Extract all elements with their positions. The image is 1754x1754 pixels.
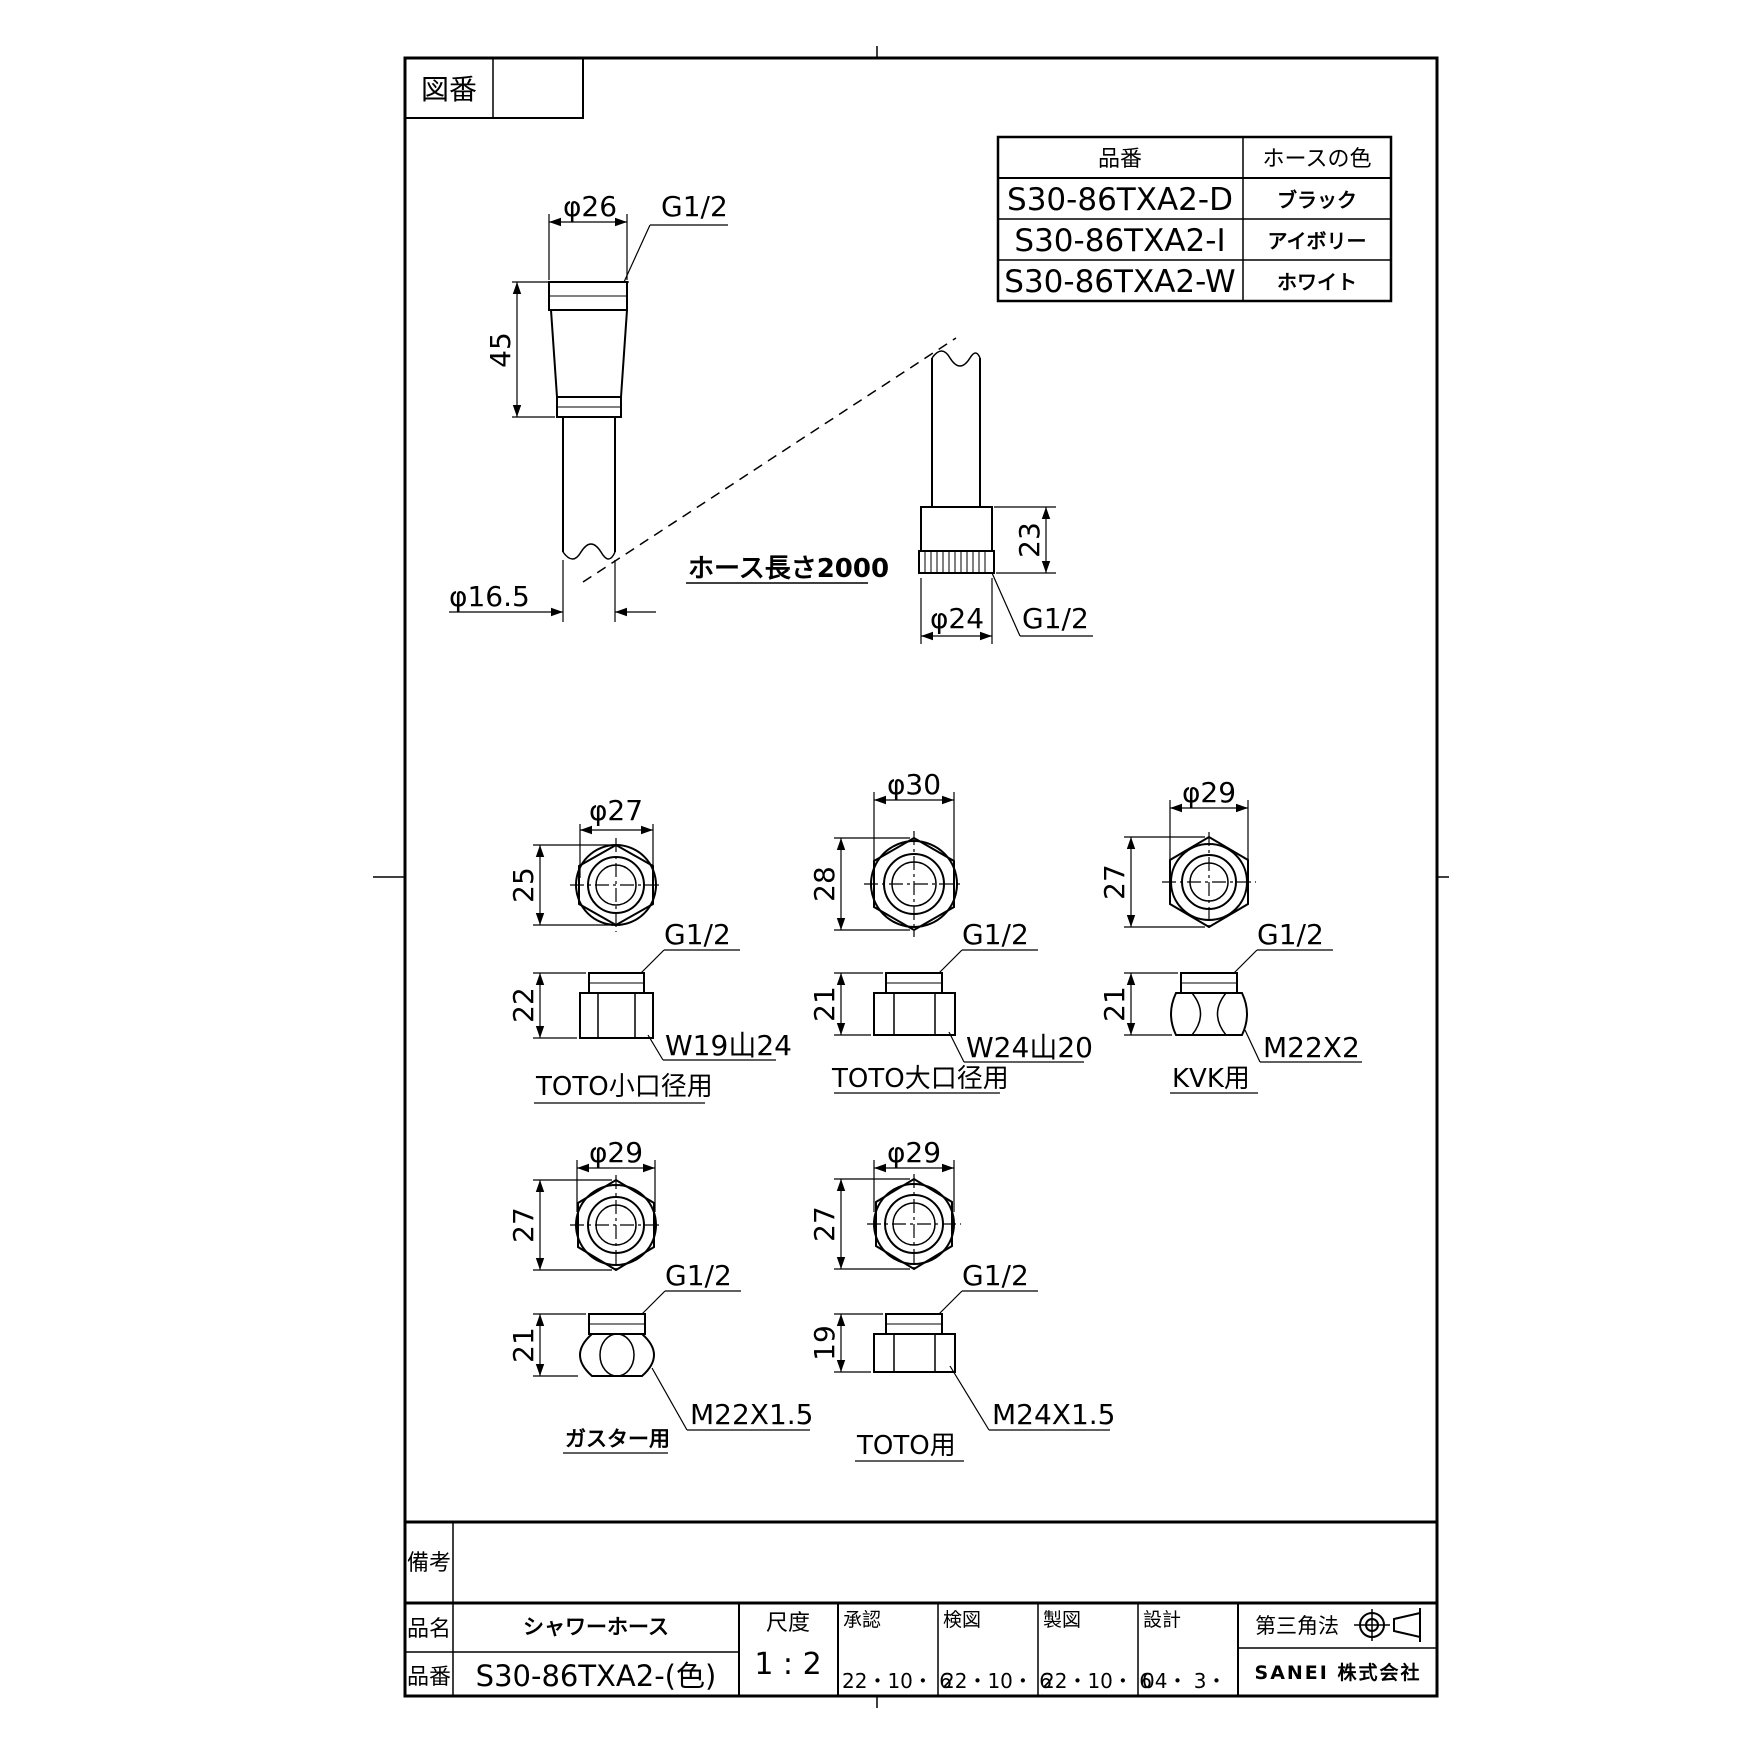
check-date: 22・10・ 6 (942, 1669, 1052, 1693)
adapter-hex: 27 (808, 1206, 841, 1242)
centering-marks (373, 46, 1449, 1708)
color-table-row-part: S30-86TXA2-I (1014, 223, 1225, 259)
adapter-use: TOTO小口径用 (535, 1072, 713, 1102)
adapter-hex: 25 (507, 867, 540, 903)
check-label: 検図 (943, 1609, 981, 1631)
adapter-height: 21 (808, 986, 841, 1022)
adapter-height: 19 (808, 1325, 841, 1361)
name-value: シャワーホース (523, 1615, 669, 1639)
approval-date: 22・10・ 6 (842, 1669, 952, 1693)
hose-right-diameter: φ24 (930, 602, 984, 635)
adapter-use: TOTO用 (856, 1431, 956, 1461)
adapter-spec: M22X1.5 (690, 1398, 814, 1431)
adapter-use: KVK用 (1172, 1064, 1250, 1094)
color-table-row-part: S30-86TXA2-W (1004, 264, 1235, 300)
adapter-spec: M22X2 (1263, 1031, 1360, 1064)
hose-left-diameter: φ26 (563, 190, 617, 223)
title-block: 備考 品名 シャワーホース 品番 S30-86TXA2-(色) 尺度 1 : 2… (405, 1520, 1437, 1696)
adapter-height: 22 (507, 987, 540, 1023)
adapter-thread: G1/2 (962, 918, 1029, 951)
company-name: SANEI 株式会社 (1255, 1661, 1422, 1684)
hose-right-length: 23 (1013, 522, 1046, 558)
hose-tube-diameter: φ16.5 (449, 580, 530, 613)
name-label: 品名 (407, 1617, 451, 1642)
hose-left-length: 45 (484, 332, 517, 368)
color-table-row-color: ホワイト (1277, 270, 1357, 294)
projection-label: 第三角法 (1255, 1614, 1339, 1638)
scale-label: 尺度 (766, 1611, 810, 1636)
adapter-toto-large: φ30 28 G1/2 21 W24山20 TOTO大口径用 (808, 768, 1093, 1094)
adapter-thread: G1/2 (1257, 918, 1324, 951)
adapter-gastar: φ29 27 G1/2 21 M22X1.5 ガスター用 (507, 1136, 814, 1454)
zuban-label: 図番 (421, 73, 477, 106)
design-date: 04・ 3・ (1142, 1669, 1227, 1693)
color-table-header-part: 品番 (1098, 147, 1142, 172)
hose-length-indicator (582, 337, 957, 584)
adapter-diameter: φ29 (887, 1136, 941, 1169)
adapter-use: ガスター用 (565, 1427, 670, 1451)
adapter-toto: φ29 27 G1/2 19 M24X1.5 TOTO用 (808, 1136, 1116, 1462)
adapter-height: 21 (1098, 986, 1131, 1022)
adapter-kvk: φ29 27 G1/2 21 M22X2 KVK用 (1098, 776, 1362, 1094)
hose-right-thread: G1/2 (1022, 602, 1089, 635)
adapter-spec: W19山24 (665, 1029, 792, 1062)
adapter-toto-small: φ27 25 G1/2 22 W19山24 TOTO小口径用 (507, 794, 792, 1104)
design-label: 設計 (1143, 1609, 1181, 1631)
adapter-hex: 28 (808, 866, 841, 902)
part-value: S30-86TXA2-(色) (476, 1659, 717, 1693)
adapter-spec: W24山20 (966, 1031, 1093, 1064)
adapter-thread: G1/2 (664, 918, 731, 951)
adapter-use: TOTO大口径用 (831, 1064, 1009, 1094)
hose-left-thread: G1/2 (661, 190, 728, 223)
draw-label: 製図 (1043, 1609, 1081, 1631)
adapter-hex: 27 (507, 1207, 540, 1243)
third-angle-projection-icon (1354, 1608, 1421, 1642)
adapter-diameter: φ29 (1182, 776, 1236, 809)
color-table-row-part: S30-86TXA2-D (1007, 182, 1233, 218)
color-table-row-color: ブラック (1277, 188, 1357, 212)
drawing-frame (403, 56, 1439, 1698)
color-table: 品番 ホースの色 S30-86TXA2-D ブラック S30-86TXA2-I … (996, 135, 1393, 303)
part-label: 品番 (407, 1665, 451, 1690)
hose-left-fitting (548, 281, 628, 560)
adapter-diameter: φ29 (589, 1136, 643, 1169)
approval-label: 承認 (843, 1609, 881, 1631)
adapter-height: 21 (507, 1327, 540, 1363)
color-table-row-color: アイボリー (1268, 229, 1367, 253)
scale-value: 1 : 2 (754, 1647, 821, 1682)
adapter-diameter: φ27 (589, 794, 643, 827)
adapter-thread: G1/2 (962, 1259, 1029, 1292)
hose-length-label: ホース長さ2000 (688, 554, 889, 584)
draw-date: 22・10・ 6 (1042, 1669, 1152, 1693)
adapter-spec: M24X1.5 (992, 1398, 1116, 1431)
adapter-diameter: φ30 (887, 768, 941, 801)
zuban-box: 図番 (404, 57, 584, 119)
color-table-header-color: ホースの色 (1263, 147, 1372, 172)
adapter-hex: 27 (1098, 864, 1131, 900)
adapter-thread: G1/2 (665, 1259, 732, 1292)
hose-dimension-lines (449, 214, 1093, 644)
hose-right-fitting (918, 350, 995, 574)
remarks-label: 備考 (407, 1551, 451, 1576)
